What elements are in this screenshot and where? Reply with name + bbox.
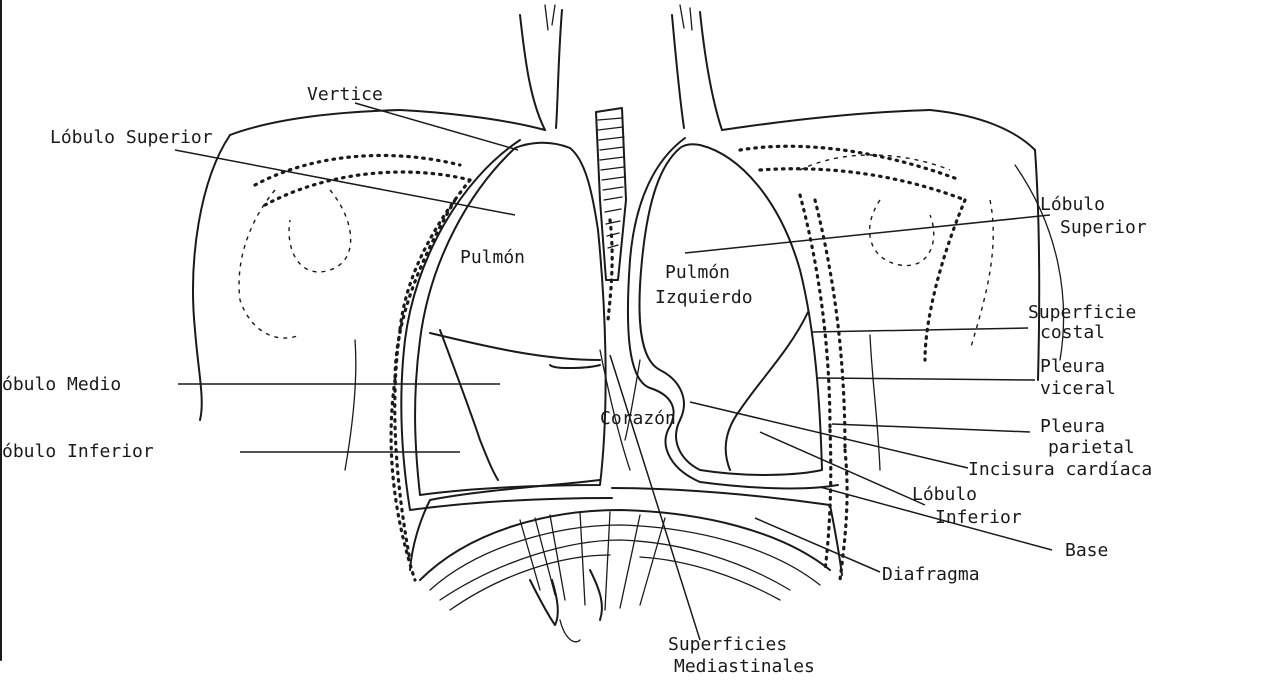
- label-lobulo-superior-right: Lóbulo Superior: [50, 127, 213, 148]
- leader-superficies-mediastinales: [610, 355, 700, 640]
- label-pulmon-izquierdo-2: Izquierdo: [655, 287, 753, 308]
- label-superficies-mediastinales-2: Mediastinales: [674, 656, 815, 677]
- label-vertice: Vertice: [307, 84, 383, 105]
- leader-lobulo-superior-left: [685, 215, 1050, 253]
- label-lobulo-medio: óbulo Medio: [2, 374, 121, 395]
- leader-lobulo-inferior-left: [760, 432, 925, 505]
- leader-lobulo-superior-right: [175, 150, 515, 215]
- label-lobulo-superior-left-2: Superior: [1060, 217, 1147, 238]
- leader-pleura-parietal: [832, 424, 1030, 432]
- label-pulmon-right: Pulmón: [460, 247, 525, 268]
- label-superficie-costal-1: Superficie: [1028, 302, 1136, 323]
- label-pleura-visceral-1: Pleura: [1040, 356, 1105, 377]
- leader-pleura-visceral: [818, 378, 1035, 380]
- label-superficie-costal-2: costal: [1040, 322, 1105, 343]
- leader-vertice: [355, 103, 518, 150]
- label-pleura-visceral-2: viceral: [1040, 378, 1116, 399]
- label-base: Base: [1065, 540, 1108, 561]
- heart-and-diaphragm: [410, 350, 842, 642]
- right-lung: [401, 140, 612, 510]
- leader-superficie-costal: [812, 328, 1028, 332]
- label-superficies-mediastinales-1: Superficies: [668, 634, 787, 655]
- label-lobulo-inferior-left-1: Lóbulo: [912, 484, 977, 505]
- leader-lines: [175, 103, 1052, 640]
- labels: Vertice Lóbulo Superior Pulmón óbulo Med…: [2, 84, 1152, 677]
- label-pleura-parietal-2: parietal: [1048, 437, 1135, 458]
- label-pleura-parietal-1: Pleura: [1040, 416, 1105, 437]
- label-diafragma: Diafragma: [882, 564, 980, 585]
- left-lung: [628, 138, 838, 488]
- label-lobulo-superior-left-1: Lóbulo: [1040, 194, 1105, 215]
- label-incisura-cardiaca: Incisura cardíaca: [968, 459, 1152, 480]
- label-corazon: Corazón: [600, 408, 676, 429]
- label-lobulo-inferior-left-2: Inferior: [935, 507, 1022, 528]
- label-lobulo-inferior-right: óbulo Inferior: [2, 441, 154, 462]
- leader-diafragma: [755, 518, 880, 572]
- label-pulmon-izquierdo-1: Pulmón: [665, 262, 730, 283]
